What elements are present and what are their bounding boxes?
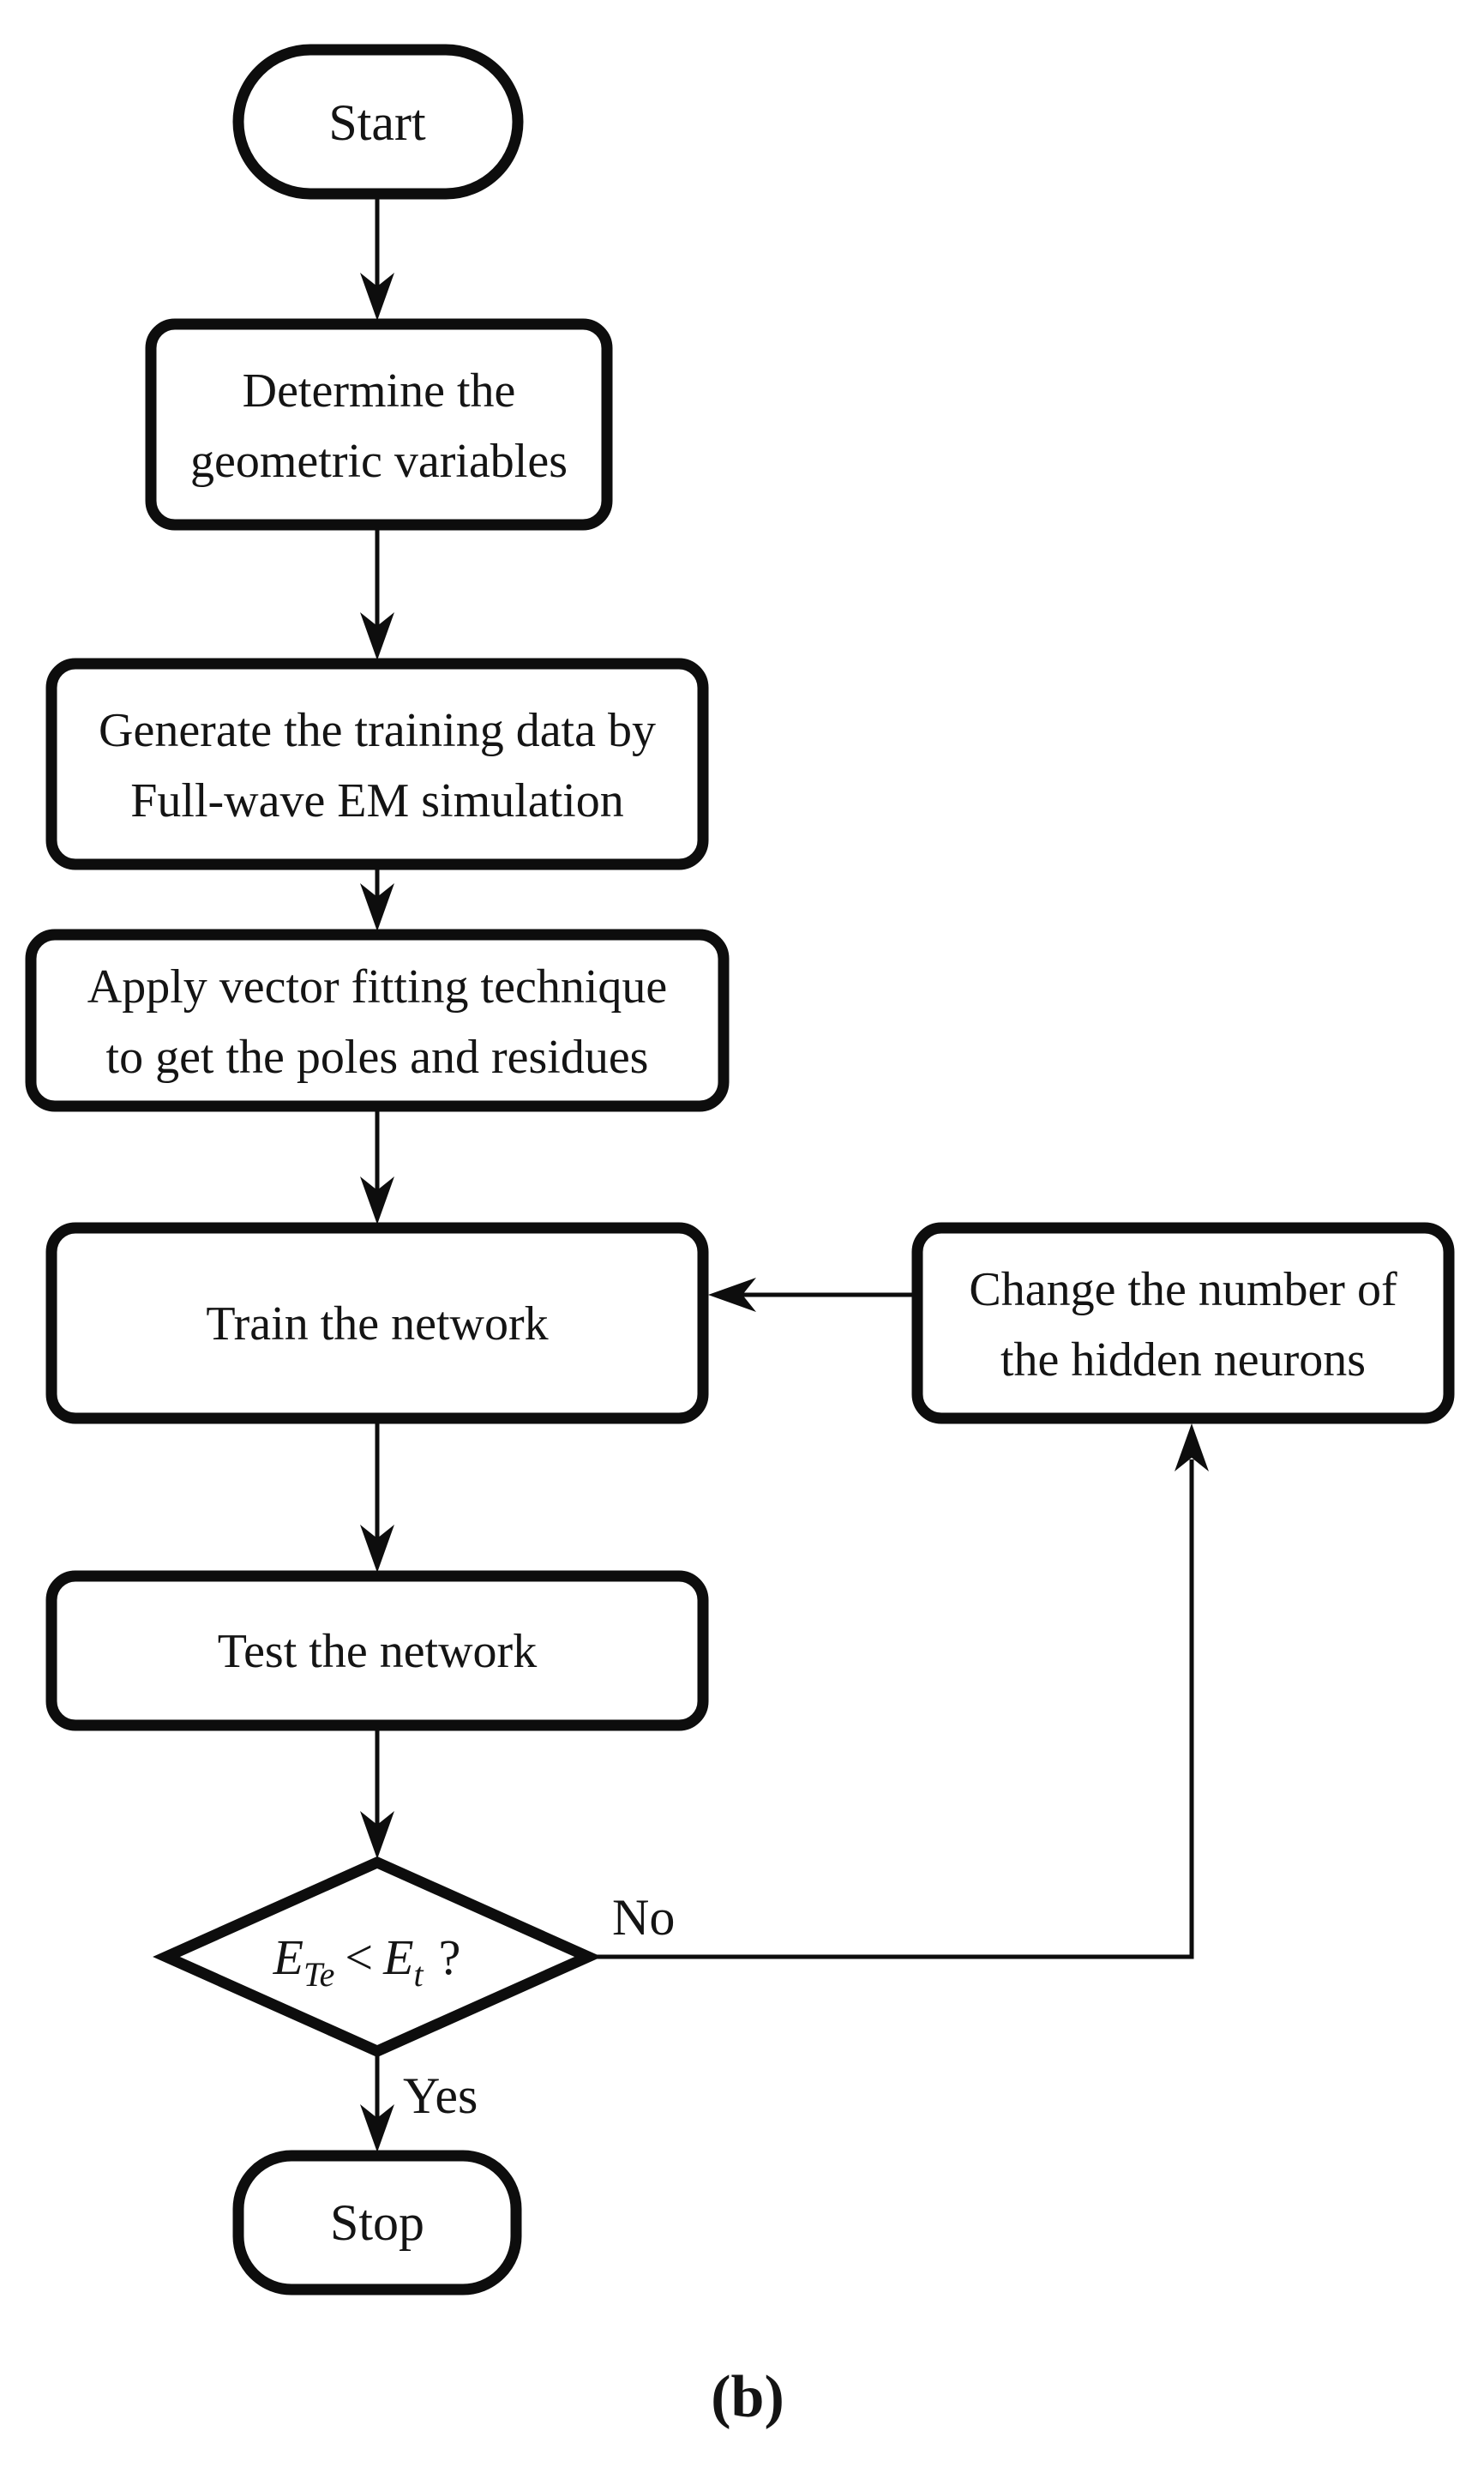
test-network-box <box>45 1570 709 1731</box>
generate-training-data-line1: Generate the training data by <box>99 704 656 757</box>
determine-variables-line1: Determine the <box>243 364 516 418</box>
change-neurons-line1: Change the number of <box>969 1263 1397 1316</box>
arrow-decision-yes-to-stop <box>360 2051 394 2152</box>
error-decision-diamond <box>153 1856 602 2058</box>
arrow-decision-no-to-change <box>588 1423 1209 1959</box>
decision-e1-subscript: Te <box>303 1955 334 1994</box>
no-branch-label: No <box>612 1889 675 1946</box>
arrow-start-to-determine <box>360 190 394 321</box>
vector-fitting-line2: to get the poles and residues <box>106 1031 649 1084</box>
vector-fitting-box <box>25 929 730 1112</box>
train-network-label: Train the network <box>206 1297 548 1351</box>
arrow-generate-to-fitting <box>360 864 394 931</box>
arrow-determine-to-generate <box>360 525 394 660</box>
stop-terminator <box>232 2150 522 2295</box>
test-network-label: Test the network <box>218 1625 537 1678</box>
figure-caption: (b) <box>711 2364 784 2430</box>
decision-question-mark: ? <box>439 1929 461 1985</box>
arrow-test-to-decision <box>360 1725 394 1859</box>
arrow-change-to-train <box>708 1278 917 1312</box>
yes-branch-label: Yes <box>403 2067 478 2124</box>
decision-e1: E <box>273 1929 303 1985</box>
decision-operator: < <box>345 1929 373 1985</box>
start-terminator <box>232 44 524 200</box>
stop-label: Stop <box>330 2194 424 2251</box>
start-label: Start <box>328 94 426 151</box>
decision-label: ETe<Et? <box>273 1929 461 1994</box>
arrow-train-to-test <box>360 1418 394 1573</box>
determine-variables-line2: geometric variables <box>190 435 568 488</box>
change-neurons-line2: the hidden neurons <box>1000 1333 1366 1387</box>
generate-training-data-line2: Full-wave EM simulation <box>130 774 624 827</box>
train-network-box <box>45 1222 709 1424</box>
decision-e2-subscript: t <box>414 1955 424 1994</box>
determine-variables-box <box>145 318 613 531</box>
change-neurons-box <box>911 1222 1455 1424</box>
arrow-fitting-to-train <box>360 1106 394 1224</box>
decision-e2: E <box>382 1929 413 1985</box>
generate-training-data-box <box>45 658 709 870</box>
vector-fitting-line1: Apply vector fitting technique <box>87 960 667 1014</box>
